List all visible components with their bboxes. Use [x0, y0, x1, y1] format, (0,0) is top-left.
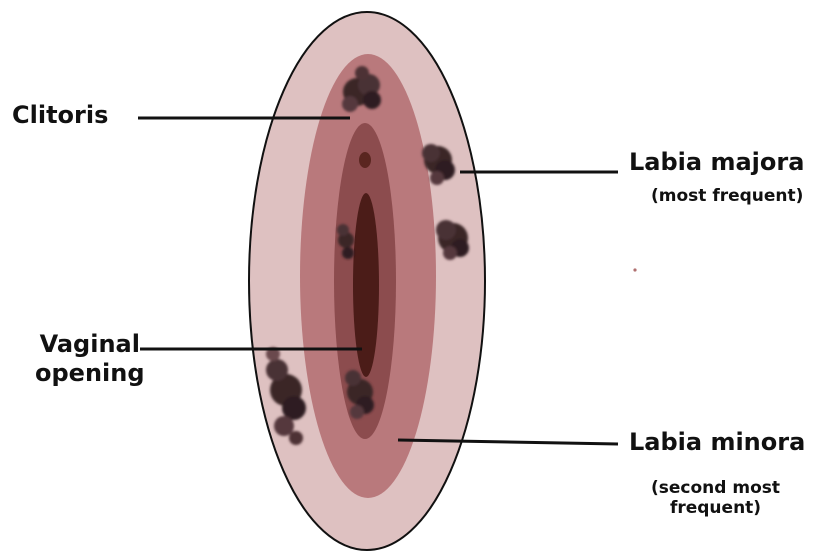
- lesion-vaginal-opening: [345, 370, 374, 419]
- vaginal-opening-shape: [353, 193, 379, 377]
- vaginal-opening-label-line1: Vaginal: [39, 330, 140, 358]
- labia-minora-note-line2: frequent): [669, 498, 762, 519]
- lesion-labia-majora-lower: [436, 220, 469, 260]
- clitoral-dot: [359, 152, 371, 168]
- lesion-labia-majora-upper: [422, 144, 455, 185]
- labia-minora-frequency-note: (second most frequent): [651, 478, 780, 519]
- clitoris-label: Clitoris: [12, 101, 109, 129]
- lesion-clitoris: [342, 66, 381, 112]
- labia-majora-frequency-note: (most frequent): [651, 186, 804, 206]
- labia-minora-label: Labia minora: [629, 428, 806, 456]
- labia-majora-label: Labia majora: [629, 148, 805, 176]
- stray-dot: [633, 268, 637, 272]
- vaginal-opening-label-line2: opening: [35, 358, 145, 387]
- leader-line-labia-minora: [397, 438, 619, 446]
- lesion-inner-left: [337, 224, 354, 259]
- vaginal-opening-label: Vaginal opening: [35, 330, 145, 388]
- labia-minora-note-line1: (second most: [651, 478, 781, 498]
